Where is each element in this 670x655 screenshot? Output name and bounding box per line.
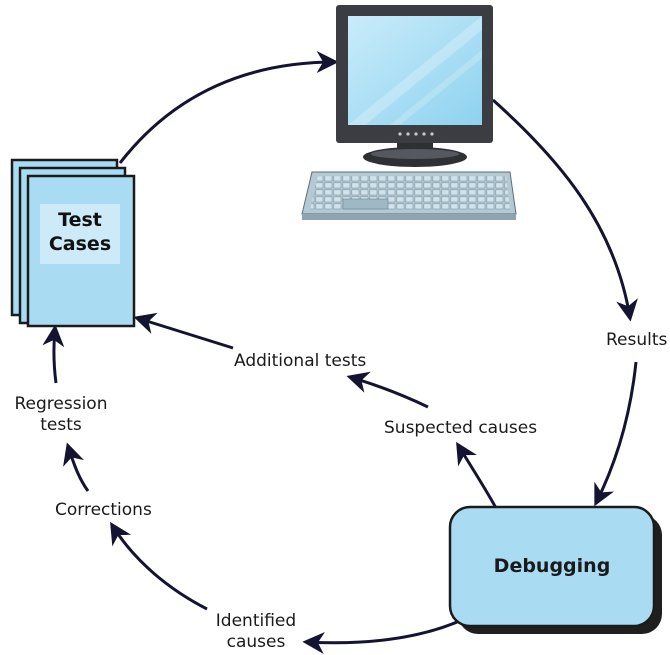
keyboard-icon	[301, 171, 517, 220]
identified-causes-label: Identified causes	[206, 611, 306, 653]
arrow-results-to-debugging	[594, 361, 638, 507]
identified-causes-label-line1: Identified	[215, 611, 297, 631]
test-cases-label: Test Cases	[40, 208, 120, 256]
arrow-identified-causes-to-corrections	[110, 521, 208, 611]
debugging-label: Debugging	[493, 555, 611, 577]
corrections-label: Corrections	[55, 500, 152, 520]
arrow-regression-tests-to-test-cases	[42, 324, 65, 384]
regression-tests-label-line2: tests	[40, 415, 82, 435]
monitor-screen	[348, 16, 482, 125]
regression-tests-label: Regression tests	[6, 394, 116, 436]
suspected-causes-label: Suspected causes	[384, 418, 538, 438]
test-cases-label-line1: Test	[58, 209, 102, 231]
arrow-additional-tests-to-test-cases	[133, 312, 234, 350]
arrow-test-cases-to-computer	[118, 51, 339, 164]
document-title-area	[40, 204, 120, 264]
arrow-computer-to-results	[491, 98, 638, 322]
regression-tests-label-line1: Regression	[14, 394, 108, 414]
arrow-suspected-causes-to-additional-tests	[346, 371, 429, 409]
stacked-documents-icon	[10, 158, 136, 328]
test-cases-label-line2: Cases	[48, 233, 112, 255]
identified-causes-label-line2: causes	[226, 632, 286, 652]
additional-tests-label: Additional tests	[234, 351, 367, 371]
arrow-debugging-to-suspected-causes	[456, 441, 498, 509]
arrow-debugging-to-identified-causes	[302, 616, 467, 654]
debugging-box-body	[448, 505, 656, 628]
results-label: Results	[606, 330, 668, 350]
arrow-corrections-to-regression-tests	[63, 442, 90, 492]
debugging-box	[448, 505, 662, 634]
keyboard-keys	[310, 176, 510, 210]
computer-monitor-icon	[336, 5, 493, 167]
